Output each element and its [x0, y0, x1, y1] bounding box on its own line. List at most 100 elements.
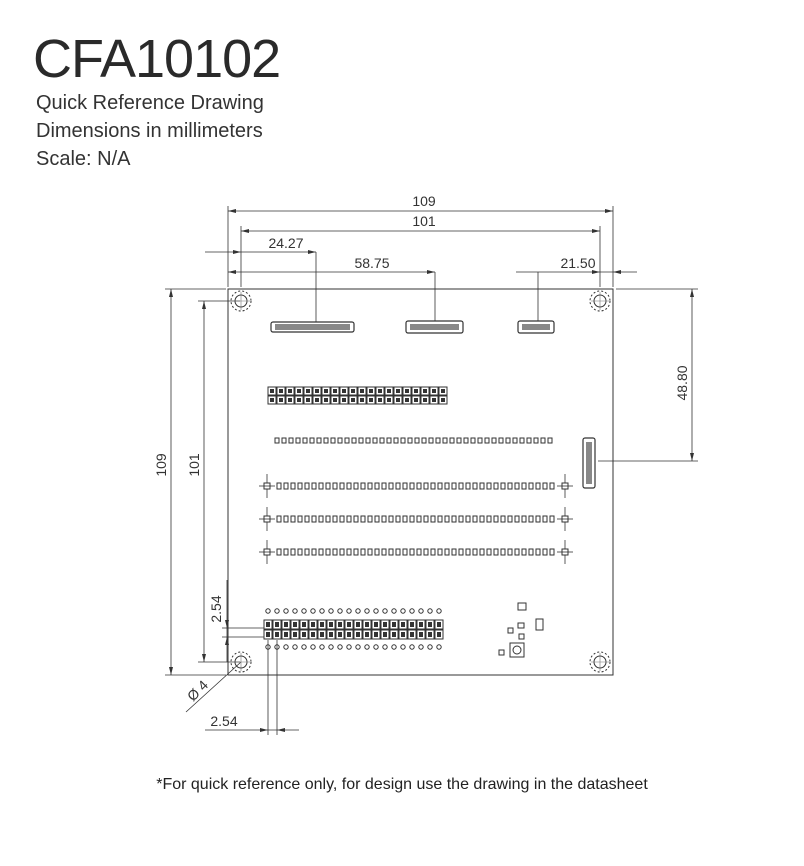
bottom-header-pin — [284, 622, 288, 627]
header-top-pin — [378, 389, 382, 393]
header-top-pin — [441, 389, 445, 393]
pad-row-pin — [309, 437, 315, 444]
bottom-header-hole-top — [436, 608, 442, 614]
header-top-pin — [324, 398, 328, 402]
bottom-header-hole-bottom — [301, 644, 307, 650]
connector-pin — [521, 515, 527, 523]
connector-pin — [409, 482, 415, 490]
pad-row-pin — [449, 437, 455, 444]
bottom-header-hole-bottom — [283, 644, 289, 650]
mounting-hole — [589, 651, 611, 673]
bottom-header-hole-bottom — [310, 644, 316, 650]
connector-pin — [479, 548, 485, 556]
connector-pin — [528, 482, 534, 490]
bottom-header-hole-bottom — [373, 644, 379, 650]
bottom-header-hole-top — [292, 608, 298, 614]
header-top-pin — [288, 398, 292, 402]
bottom-header-pin — [392, 632, 396, 637]
long-connector-row — [259, 507, 573, 531]
bottom-header-pin — [266, 632, 270, 637]
connector-pin — [318, 515, 324, 523]
header-top-pin — [297, 398, 301, 402]
connector-pin — [472, 548, 478, 556]
connector-pin — [423, 482, 429, 490]
connector-pin — [304, 482, 310, 490]
footer-note: *For quick reference only, for design us… — [156, 776, 648, 793]
long-connector-row — [259, 474, 573, 498]
connector-pin — [297, 515, 303, 523]
header-top-pin — [423, 389, 427, 393]
connector-pin — [472, 515, 478, 523]
connector-pin — [339, 548, 345, 556]
component-trimpot — [509, 642, 525, 658]
header-top-pin — [405, 398, 409, 402]
connector-pin — [416, 482, 422, 490]
connector-pin — [479, 515, 485, 523]
dim-connector3-offset: 21.50 — [560, 255, 595, 271]
connector-pin — [367, 482, 373, 490]
bottom-header-pin — [329, 632, 333, 637]
bottom-header-pin — [356, 632, 360, 637]
header-top-pin — [387, 398, 391, 402]
header-top-pin — [324, 389, 328, 393]
connector-pin — [549, 482, 555, 490]
connector-pin — [395, 482, 401, 490]
connector-pin — [346, 548, 352, 556]
connector-pin — [409, 515, 415, 523]
connector-pin — [542, 482, 548, 490]
bottom-header-pin — [392, 622, 396, 627]
bottom-header-hole-bottom — [274, 644, 280, 650]
dim-pin-pitch-vertical: 2.54 — [208, 595, 224, 622]
connector-pin — [430, 548, 436, 556]
header-top-pin — [396, 389, 400, 393]
header-top-pin — [315, 389, 319, 393]
bottom-header-hole-bottom — [337, 644, 343, 650]
connector-pin — [339, 482, 345, 490]
connector-pin — [458, 482, 464, 490]
connector-pin — [388, 548, 394, 556]
connector-pin — [486, 515, 492, 523]
pad-row-pin — [442, 437, 448, 444]
header-top-pin — [414, 389, 418, 393]
pad-row-pin — [414, 437, 420, 444]
connector-pin — [507, 482, 513, 490]
bottom-header-pin — [293, 622, 297, 627]
drawing-subtitle: Quick Reference Drawing — [36, 92, 264, 114]
connector-pin — [332, 548, 338, 556]
connector-pin — [535, 482, 541, 490]
connector-pin — [276, 548, 282, 556]
connector-pin — [374, 515, 380, 523]
connector-pin — [521, 548, 527, 556]
connector-pin — [535, 515, 541, 523]
bottom-header-hole-bottom — [364, 644, 370, 650]
units-note: Dimensions in millimeters — [36, 120, 263, 142]
bottom-header-hole-top — [265, 608, 271, 614]
connector-pin — [332, 515, 338, 523]
bottom-header-pin — [338, 622, 342, 627]
pad-row-pin — [407, 437, 413, 444]
connector-pin — [395, 515, 401, 523]
bottom-header-pin — [365, 622, 369, 627]
mounting-hole — [589, 290, 611, 312]
bottom-header-hole-bottom — [418, 644, 424, 650]
bottom-header-hole-bottom — [382, 644, 388, 650]
pad-row-pin — [393, 437, 399, 444]
connector-pin — [549, 548, 555, 556]
bottom-header-hole-top — [274, 608, 280, 614]
dim-hole-spacing-height: 101 — [186, 453, 202, 477]
connector-pin — [430, 515, 436, 523]
pad-row-pin — [498, 437, 504, 444]
connector-pin — [521, 482, 527, 490]
pad-row-pin — [295, 437, 301, 444]
pad-row-pin — [463, 437, 469, 444]
pad-row-pin — [477, 437, 483, 444]
connector-pin — [451, 482, 457, 490]
connector-pin — [402, 482, 408, 490]
bottom-header-hole-top — [400, 608, 406, 614]
bottom-header-hole-bottom — [346, 644, 352, 650]
pad-row-pin — [519, 437, 525, 444]
ffc-connector-left-contacts — [275, 324, 350, 330]
connector-pin — [353, 548, 359, 556]
bottom-header-pin — [437, 632, 441, 637]
pad-row-pin — [323, 437, 329, 444]
